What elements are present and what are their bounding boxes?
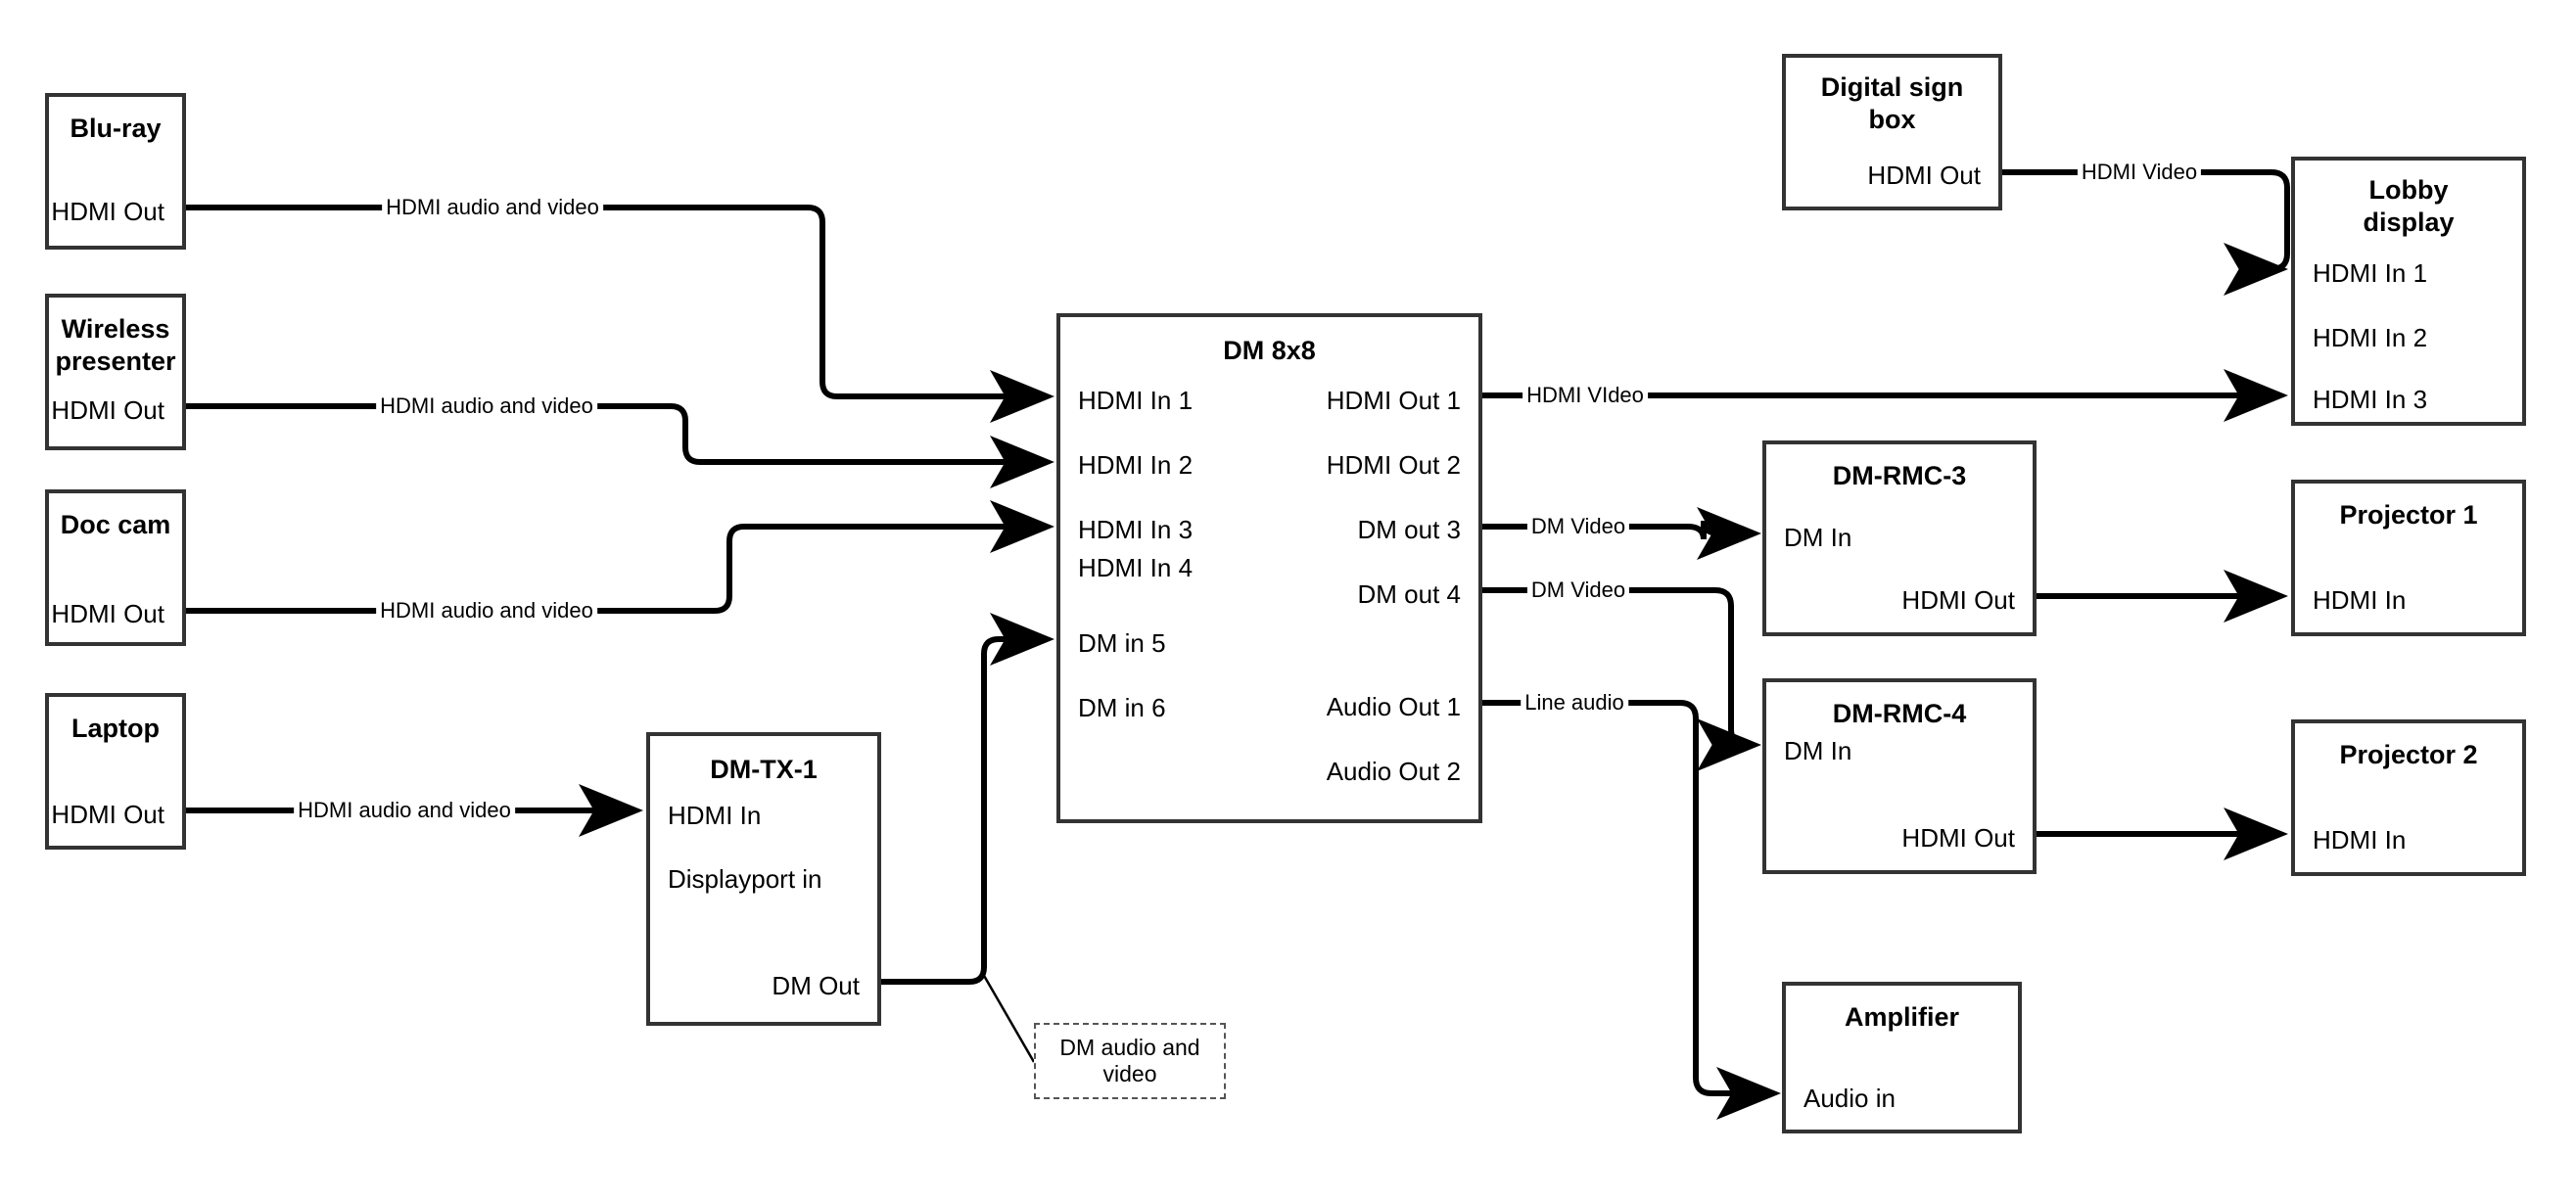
wire-callout-leader bbox=[981, 973, 1036, 1063]
node-doc-cam[interactable]: Doc cam HDMI Out bbox=[45, 489, 186, 646]
edge-label-hdmi-video-out1: HDMI VIdeo bbox=[1522, 383, 1648, 408]
node-projector-2-title: Projector 2 bbox=[2339, 740, 2478, 769]
node-dm-tx-1-port-displayport-in[interactable]: Displayport in bbox=[668, 864, 822, 894]
node-projector-1-title: Projector 1 bbox=[2339, 500, 2478, 530]
node-laptop[interactable]: Laptop HDMI Out bbox=[45, 693, 186, 850]
edge-label-bluray: HDMI audio and video bbox=[382, 195, 603, 220]
edge-label-dm-video-4: DM Video bbox=[1526, 577, 1630, 603]
node-bluray[interactable]: Blu-ray HDMI Out bbox=[45, 93, 186, 250]
node-wireless-presenter-title: Wireless presenter bbox=[55, 314, 176, 376]
node-laptop-port-hdmi-out[interactable]: HDMI Out bbox=[51, 800, 164, 829]
node-amplifier-port-audio-in[interactable]: Audio in bbox=[1803, 1084, 1896, 1113]
wire-bluray-to-dm8x8 bbox=[186, 205, 1054, 423]
node-digital-sign-box-title: Digital sign box bbox=[1820, 72, 1964, 134]
wire-dm8x8-to-amplifier bbox=[1482, 700, 1781, 1120]
node-digital-sign-box[interactable]: Digital sign box HDMI Out bbox=[1782, 54, 2002, 210]
node-dm-rmc-3-title: DM-RMC-3 bbox=[1832, 461, 1967, 490]
node-dm-8x8-title: DM 8x8 bbox=[1223, 336, 1316, 365]
node-dm-rmc-4[interactable]: DM-RMC-4 DM In HDMI Out bbox=[1762, 678, 2037, 874]
node-dm-8x8-port-hdmi-in-1[interactable]: HDMI In 1 bbox=[1078, 386, 1194, 415]
node-dm-8x8-port-dm-out-4[interactable]: DM out 4 bbox=[1357, 579, 1462, 609]
node-laptop-title: Laptop bbox=[71, 714, 160, 743]
node-projector-1-port-hdmi-in[interactable]: HDMI In bbox=[2313, 585, 2407, 615]
node-dm-8x8-port-hdmi-out-2[interactable]: HDMI Out 2 bbox=[1326, 450, 1461, 480]
node-digital-sign-box-port-hdmi-out[interactable]: HDMI Out bbox=[1867, 161, 1981, 190]
node-lobby-display-port-hdmi-in-3[interactable]: HDMI In 3 bbox=[2313, 385, 2428, 414]
node-dm-rmc-4-title: DM-RMC-4 bbox=[1832, 699, 1967, 728]
wire-dmtx1-to-dm8x8 bbox=[881, 613, 1054, 985]
node-dm-rmc-4-port-dm-in[interactable]: DM In bbox=[1784, 736, 1852, 765]
node-dm-8x8-port-audio-out-2[interactable]: Audio Out 2 bbox=[1326, 757, 1461, 786]
node-dm-tx-1[interactable]: DM-TX-1 HDMI In Displayport in DM Out bbox=[646, 732, 881, 1026]
node-dm-tx-1-port-hdmi-in[interactable]: HDMI In bbox=[668, 801, 762, 830]
node-dm-8x8-port-dm-in-5[interactable]: DM in 5 bbox=[1078, 628, 1166, 658]
edge-label-wireless: HDMI audio and video bbox=[376, 393, 597, 419]
node-dm-rmc-3[interactable]: DM-RMC-3 DM In HDMI Out bbox=[1762, 440, 2037, 636]
node-amplifier-title: Amplifier bbox=[1844, 1002, 1960, 1032]
edge-label-doccam: HDMI audio and video bbox=[376, 598, 597, 624]
node-dm-8x8-port-hdmi-in-2[interactable]: HDMI In 2 bbox=[1078, 450, 1194, 480]
node-lobby-display[interactable]: Lobby display HDMI In 1 HDMI In 2 HDMI I… bbox=[2291, 157, 2526, 426]
wire-wireless-to-dm8x8 bbox=[186, 403, 1054, 488]
node-bluray-title: Blu-ray bbox=[70, 114, 162, 143]
node-doc-cam-title: Doc cam bbox=[60, 510, 171, 539]
node-dm-8x8-port-hdmi-out-1[interactable]: HDMI Out 1 bbox=[1326, 386, 1461, 415]
node-dm-tx-1-port-dm-out[interactable]: DM Out bbox=[772, 971, 860, 1000]
node-dm-8x8[interactable]: DM 8x8 HDMI In 1 HDMI In 2 HDMI In 3 HDM… bbox=[1056, 313, 1482, 823]
edge-label-line-audio: Line audio bbox=[1521, 690, 1628, 716]
callout-dm-audio-and-video: DM audio and video bbox=[1034, 1023, 1226, 1099]
node-dm-8x8-port-dm-in-6[interactable]: DM in 6 bbox=[1078, 693, 1166, 722]
node-dm-8x8-port-hdmi-in-4[interactable]: HDMI In 4 bbox=[1078, 553, 1194, 582]
node-amplifier[interactable]: Amplifier Audio in bbox=[1782, 982, 2022, 1133]
node-doc-cam-port-hdmi-out[interactable]: HDMI Out bbox=[51, 599, 164, 628]
edge-label-laptop: HDMI audio and video bbox=[294, 798, 515, 823]
wire-dm8x8-to-rmc4 bbox=[1482, 587, 1761, 771]
node-lobby-display-port-hdmi-in-2[interactable]: HDMI In 2 bbox=[2313, 323, 2428, 352]
edge-label-hdmi-video-sign: HDMI Video bbox=[2077, 160, 2202, 185]
node-lobby-display-port-hdmi-in-1[interactable]: HDMI In 1 bbox=[2313, 258, 2428, 288]
node-dm-rmc-3-port-dm-in[interactable]: DM In bbox=[1784, 523, 1852, 552]
node-lobby-display-title: Lobby display bbox=[2363, 175, 2455, 237]
edge-label-dm-video-3: DM Video bbox=[1526, 514, 1630, 539]
node-projector-1[interactable]: Projector 1 HDMI In bbox=[2291, 480, 2526, 636]
node-wireless-presenter-port-hdmi-out[interactable]: HDMI Out bbox=[51, 395, 164, 425]
node-projector-2[interactable]: Projector 2 HDMI In bbox=[2291, 719, 2526, 876]
node-wireless-presenter[interactable]: Wireless presenter HDMI Out bbox=[45, 294, 186, 450]
node-dm-8x8-port-dm-out-3[interactable]: DM out 3 bbox=[1357, 515, 1462, 544]
node-dm-tx-1-title: DM-TX-1 bbox=[710, 755, 818, 784]
node-projector-2-port-hdmi-in[interactable]: HDMI In bbox=[2313, 825, 2407, 855]
node-dm-8x8-port-hdmi-in-3[interactable]: HDMI In 3 bbox=[1078, 515, 1194, 544]
wire-doccam-to-dm8x8 bbox=[186, 500, 1054, 614]
node-bluray-port-hdmi-out[interactable]: HDMI Out bbox=[51, 197, 164, 226]
node-dm-rmc-3-port-hdmi-out[interactable]: HDMI Out bbox=[1901, 585, 2015, 615]
node-dm-8x8-port-audio-out-1[interactable]: Audio Out 1 bbox=[1326, 692, 1461, 721]
node-dm-rmc-4-port-hdmi-out[interactable]: HDMI Out bbox=[1901, 823, 2015, 853]
wire-sign-to-lobby bbox=[2002, 169, 2290, 296]
